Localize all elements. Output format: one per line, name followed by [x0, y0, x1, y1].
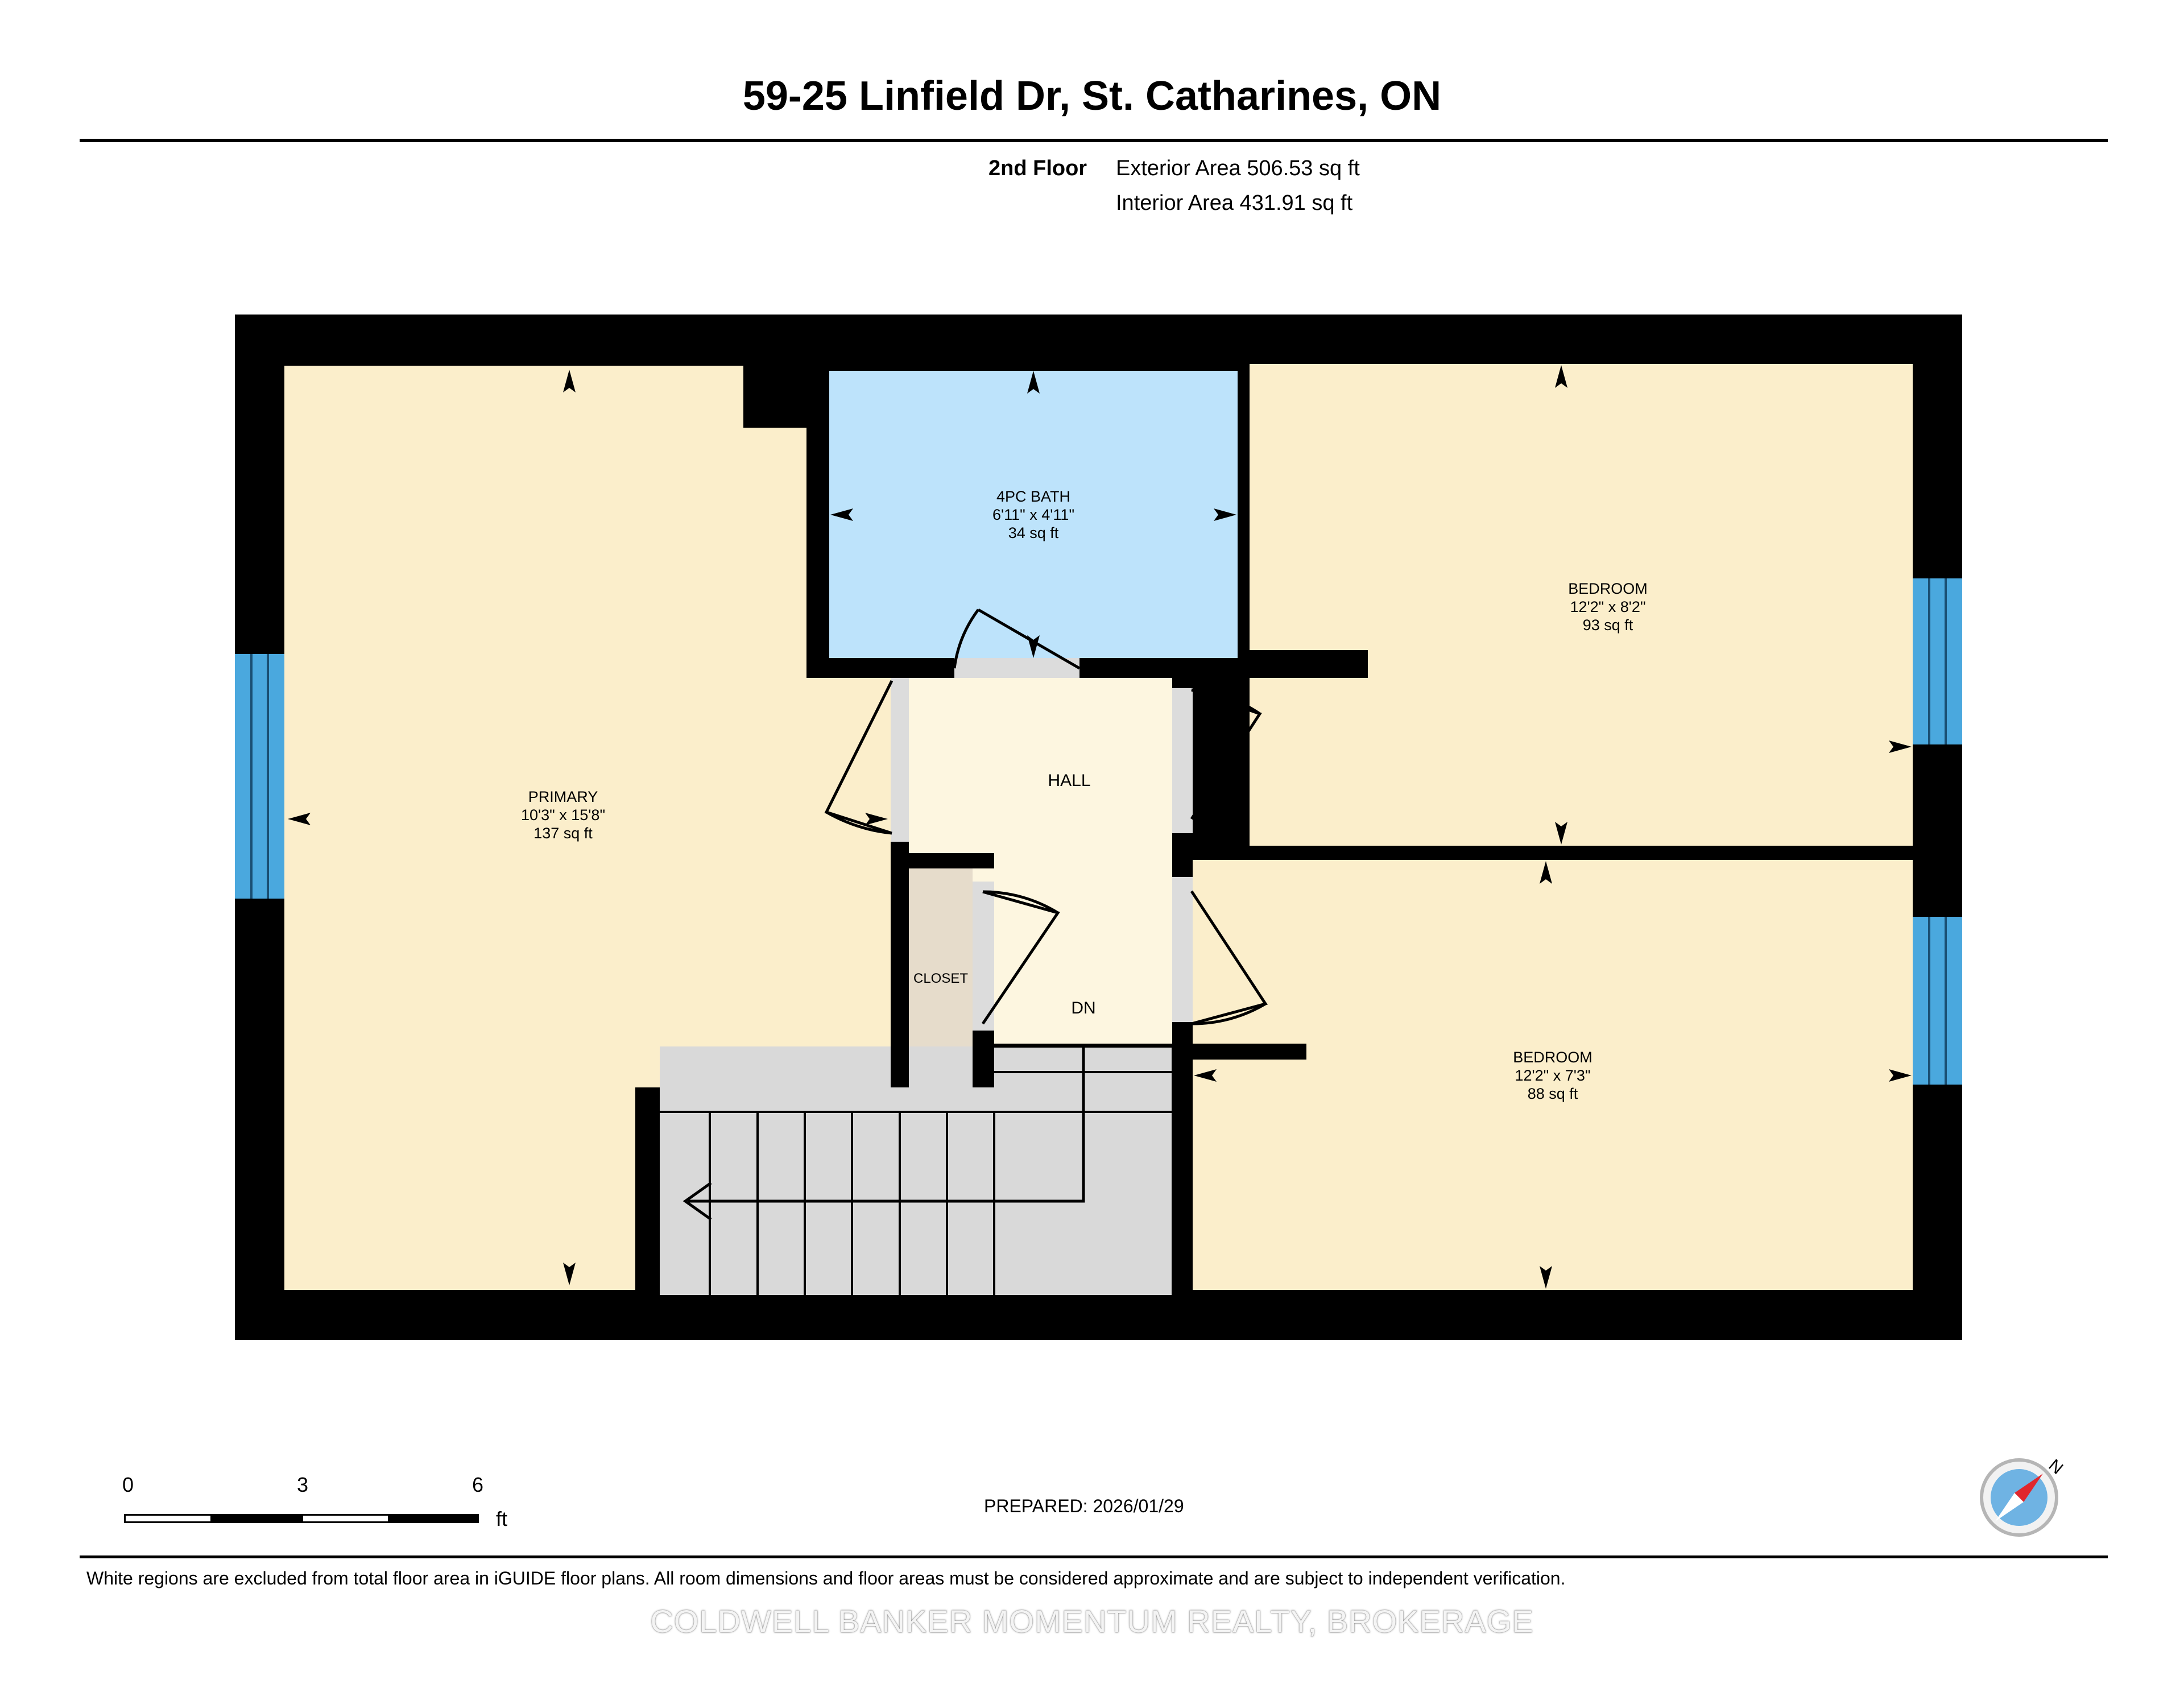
bedroom-2-dims: 12'2" x 7'3": [1515, 1067, 1590, 1084]
scale-tick-6: 6: [472, 1473, 484, 1496]
bedroom-1-name: BEDROOM: [1568, 580, 1648, 597]
compass-icon: N: [1980, 1456, 2066, 1537]
scale-seg-3: [301, 1514, 390, 1523]
bedroom-1: [1250, 364, 1913, 846]
floor-label: 2nd Floor: [988, 156, 1087, 180]
dimension-arrows: [288, 365, 1912, 1289]
door-swings: [824, 608, 1268, 1025]
bedroom-2-name: BEDROOM: [1513, 1049, 1592, 1066]
scale-tick-3: 3: [297, 1473, 309, 1496]
bedroom-1-dims: 12'2" x 8'2": [1570, 598, 1645, 615]
stairs-label: DN: [1071, 999, 1095, 1017]
header-divider: [80, 139, 2108, 142]
bath-room: [829, 371, 1238, 658]
primary-name: PRIMARY: [528, 788, 598, 805]
prepared-date: PREPARED: 2026/01/29: [984, 1496, 1184, 1516]
interior-area: Interior Area 431.91 sq ft: [1116, 191, 1353, 215]
exterior-area: Exterior Area 506.53 sq ft: [1116, 156, 1360, 180]
scale-unit: ft: [496, 1507, 508, 1530]
scale-seg-2: [212, 1514, 301, 1523]
scale-seg-1: [124, 1514, 212, 1523]
stairs: [660, 1046, 1172, 1295]
bedroom-2-area: 88 sq ft: [1528, 1085, 1578, 1102]
hall-name: HALL: [1048, 771, 1090, 790]
bedroom-1-area: 93 sq ft: [1583, 617, 1633, 634]
disclaimer: White regions are excluded from total fl…: [86, 1568, 1566, 1588]
hall-lower: [994, 853, 1172, 1044]
brokerage-watermark: COLDWELL BANKER MOMENTUM REALTY, BROKERA…: [650, 1603, 1534, 1639]
scale-tick-0: 0: [122, 1473, 134, 1496]
bedroom-2-lower: [1193, 1046, 1913, 1290]
footer-divider: [80, 1555, 2108, 1558]
bath-name: 4PC BATH: [996, 488, 1070, 505]
bath-dims: 6'11" x 4'11": [992, 506, 1074, 523]
windows: [235, 578, 1962, 1085]
scale-seg-4: [390, 1514, 479, 1523]
scale-bar: 0 3 6 ft: [122, 1473, 532, 1530]
primary-dims: 10'3" x 15'8": [521, 806, 605, 824]
page-title: 59-25 Linfield Dr, St. Catharines, ON: [742, 73, 1442, 119]
bath-area: 34 sq ft: [1008, 524, 1059, 541]
primary-area: 137 sq ft: [533, 825, 593, 842]
stair-treads: [660, 1045, 1172, 1295]
door-openings: [891, 658, 1193, 1031]
closet-name: CLOSET: [913, 971, 968, 986]
